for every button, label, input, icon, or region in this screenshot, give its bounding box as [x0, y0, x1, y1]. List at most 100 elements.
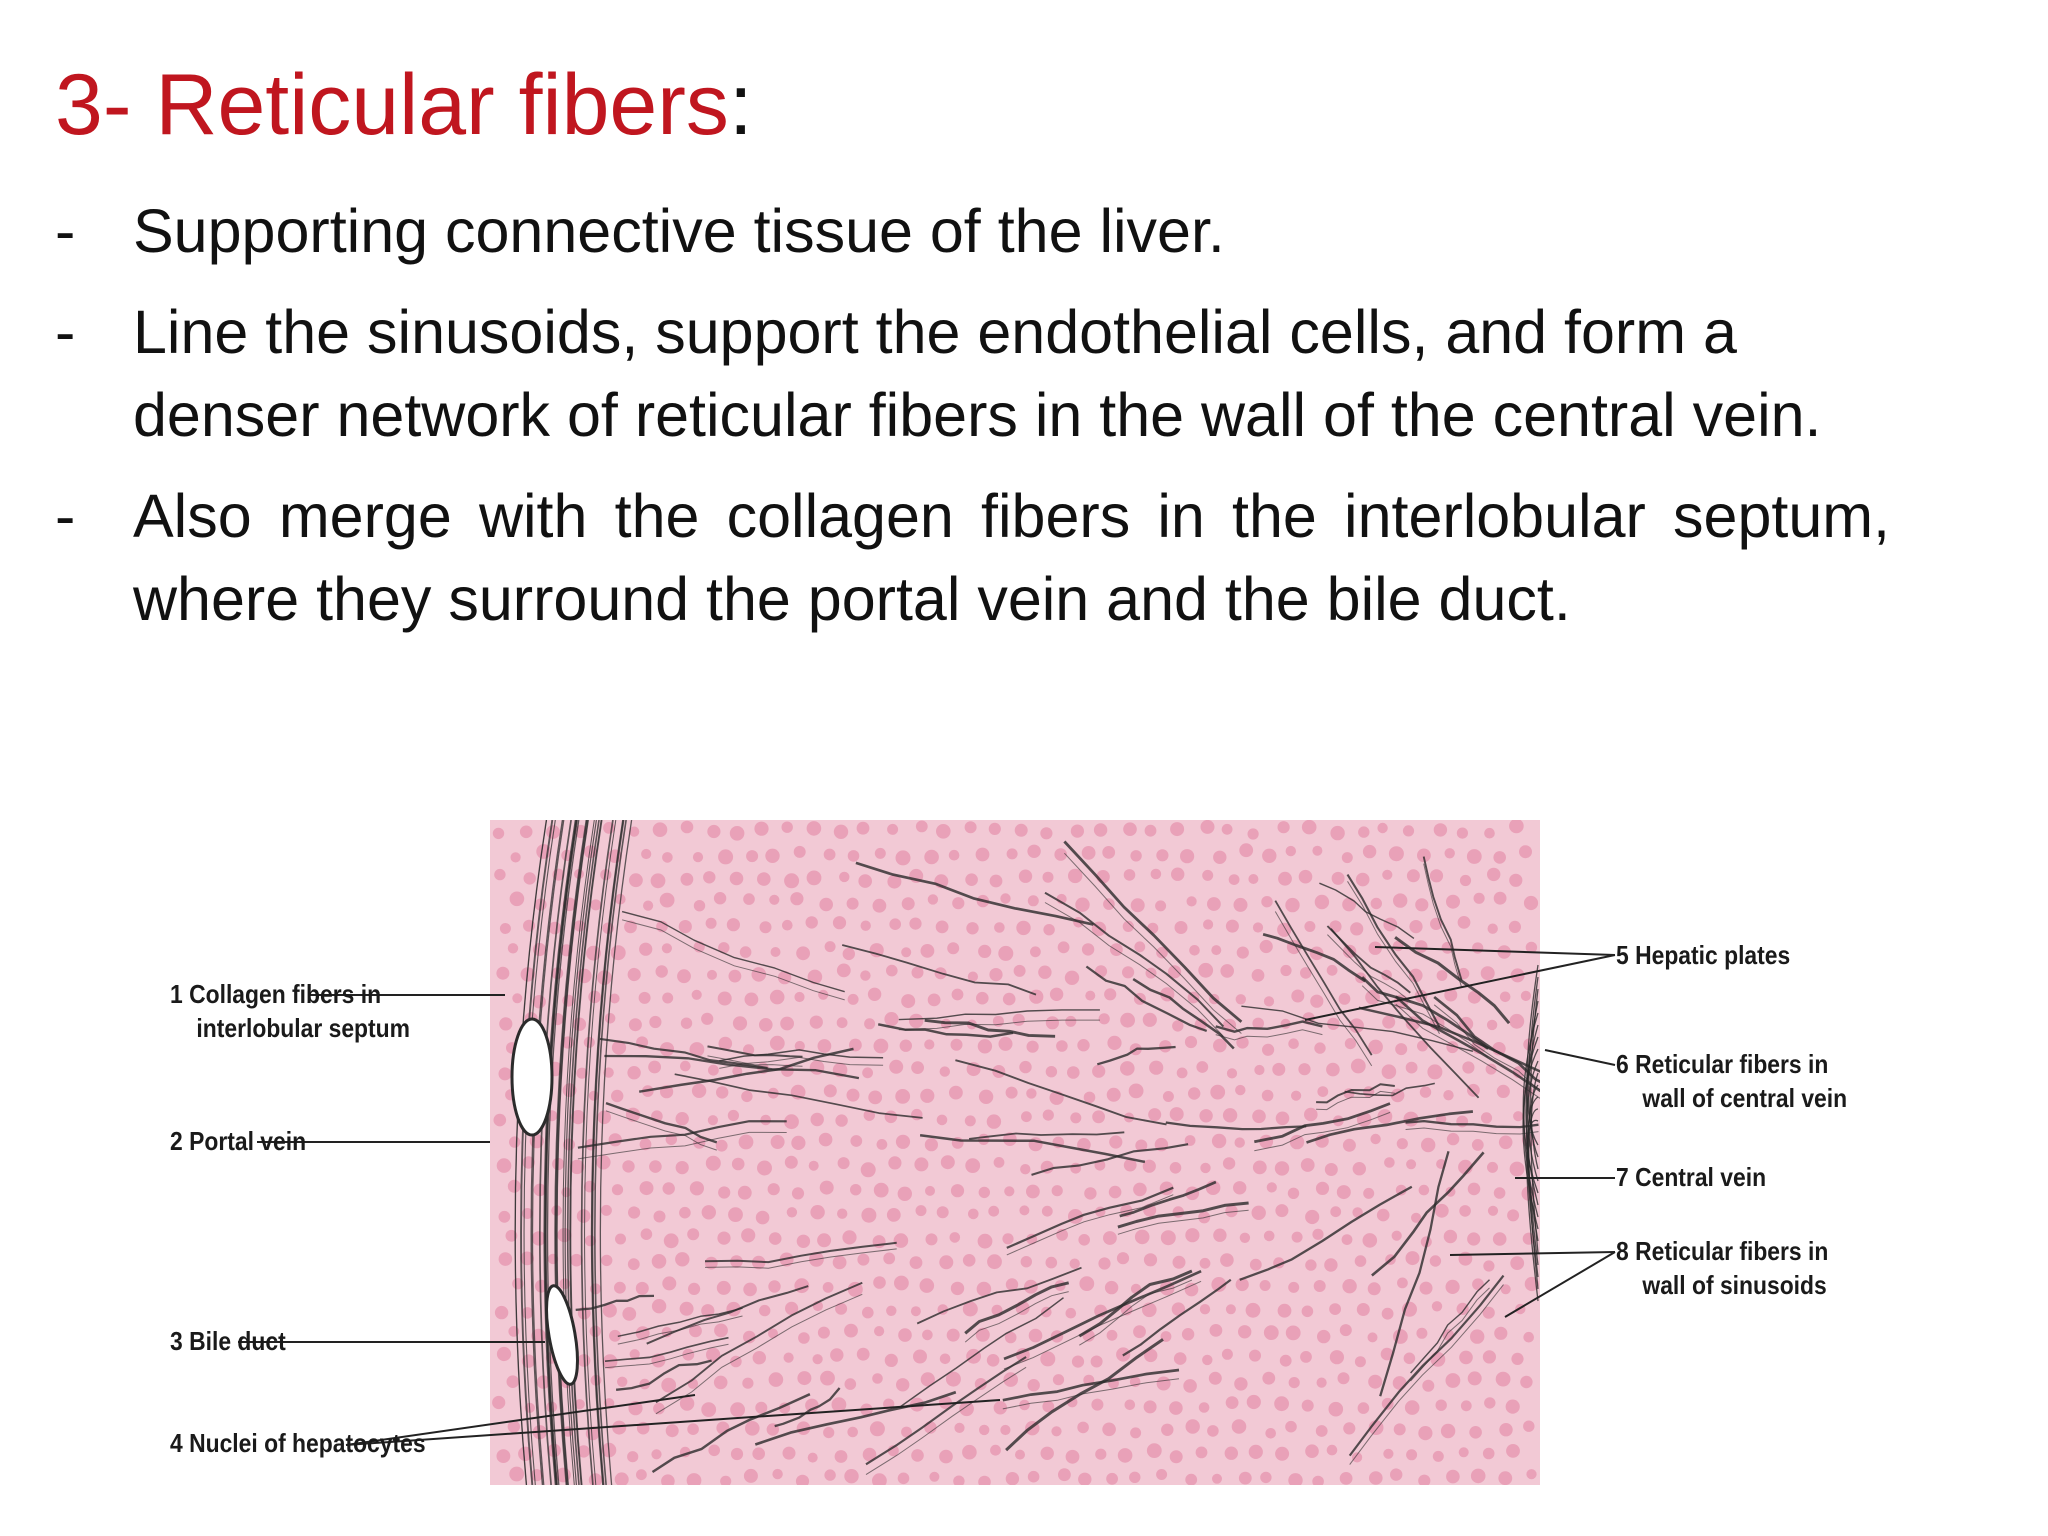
nucleus [911, 1061, 924, 1074]
nucleus [728, 969, 742, 983]
nucleus [662, 852, 673, 863]
nucleus [1150, 868, 1162, 880]
nucleus [1030, 946, 1041, 958]
nucleus [793, 845, 806, 858]
nucleus [994, 922, 1005, 933]
nucleus [1261, 1089, 1274, 1102]
nucleus [1000, 1424, 1011, 1436]
reticular-fiber [1003, 1280, 1202, 1370]
nucleus [1161, 1423, 1174, 1436]
nucleus [652, 822, 668, 837]
reticular-fiber [615, 1359, 712, 1391]
nucleus [1274, 1396, 1289, 1412]
nucleus [1228, 874, 1240, 885]
nucleus [1368, 941, 1382, 955]
nucleus [708, 1444, 720, 1457]
nucleus [1342, 897, 1356, 912]
nucleus [988, 1205, 1000, 1217]
nucleus [628, 1206, 641, 1219]
slide-title-colon: : [728, 57, 753, 153]
nucleus [1395, 1043, 1408, 1056]
nucleus [1370, 1133, 1381, 1145]
nucleus [1142, 1159, 1156, 1173]
nucleus [1135, 1139, 1148, 1152]
nucleus [1095, 1448, 1107, 1460]
nucleus [1222, 1157, 1236, 1170]
reticular-fiber [1063, 840, 1243, 1023]
nucleus [835, 1302, 848, 1315]
nucleus [959, 1401, 974, 1417]
nucleus [1134, 941, 1146, 953]
nucleus [741, 1090, 753, 1103]
nucleus [1277, 821, 1290, 834]
nucleus [1381, 1307, 1394, 1320]
reticular-fiber [707, 1045, 803, 1058]
nucleus [752, 1447, 765, 1460]
nucleus [1235, 1084, 1246, 1096]
nucleus [754, 821, 769, 836]
leader-line [1304, 954, 1616, 1021]
nucleus [1415, 898, 1429, 912]
nucleus [1483, 1260, 1495, 1272]
bullet-dash: - [55, 197, 76, 265]
nucleus [1057, 941, 1070, 954]
nucleus [810, 1112, 824, 1127]
nucleus [1238, 1471, 1252, 1485]
nucleus [1169, 1162, 1182, 1174]
nucleus [1443, 1090, 1454, 1101]
reticular-fiber [1117, 1201, 1249, 1229]
nucleus [1026, 1040, 1039, 1053]
nucleus [1222, 1108, 1238, 1123]
nucleus [1090, 1355, 1103, 1368]
nucleus [1291, 989, 1305, 1003]
nucleus [602, 1354, 618, 1370]
nucleus [1038, 965, 1052, 979]
nucleus [726, 918, 741, 932]
nucleus [836, 1017, 848, 1029]
reticular-fiber [1044, 891, 1225, 1028]
nucleus [936, 1206, 949, 1219]
nucleus [1028, 1328, 1043, 1343]
nucleus [1396, 1138, 1408, 1150]
nucleus [1173, 1352, 1187, 1365]
reticular-fiber [1423, 863, 1463, 988]
reticular-fiber [1410, 1279, 1490, 1374]
nucleus [1458, 1447, 1469, 1458]
nucleus [1300, 967, 1312, 979]
bullet-item: - Also merge with the collagen fibers in… [55, 475, 1890, 641]
nucleus [1519, 845, 1532, 859]
nucleus [675, 1252, 690, 1267]
reticular-fiber [968, 1131, 1125, 1140]
nucleus [1278, 871, 1292, 886]
nucleus [718, 1186, 731, 1199]
nucleus [689, 1324, 702, 1338]
nucleus [1263, 996, 1275, 1007]
reticular-fiber [1031, 1143, 1189, 1176]
nucleus [510, 852, 521, 863]
nucleus [1467, 1182, 1481, 1196]
nucleus [1304, 921, 1316, 932]
nucleus [600, 1204, 612, 1216]
nucleus [786, 1207, 798, 1218]
nucleus [964, 1115, 976, 1127]
nucleus [494, 868, 506, 881]
reticular-fiber [774, 1387, 841, 1428]
reticular-fiber [865, 1366, 1027, 1476]
nucleus [1405, 1061, 1418, 1074]
nucleus [1109, 1135, 1123, 1149]
nucleus [1069, 1258, 1080, 1269]
nucleus [856, 821, 870, 835]
central-vein-wall-fiber [1525, 1060, 1539, 1242]
septum-collagen-fiber [562, 820, 595, 1485]
nucleus [638, 991, 651, 1004]
nucleus [1329, 1303, 1341, 1315]
nucleus [909, 1013, 924, 1029]
nucleus [895, 1089, 911, 1104]
septum-collagen-fiber [566, 820, 600, 1485]
nucleus [744, 992, 759, 1007]
septum-collagen-fiber [590, 820, 624, 1485]
nucleus [1301, 820, 1317, 835]
nucleus [1395, 1184, 1407, 1196]
nucleus [1098, 1257, 1111, 1270]
nucleus [872, 898, 887, 913]
